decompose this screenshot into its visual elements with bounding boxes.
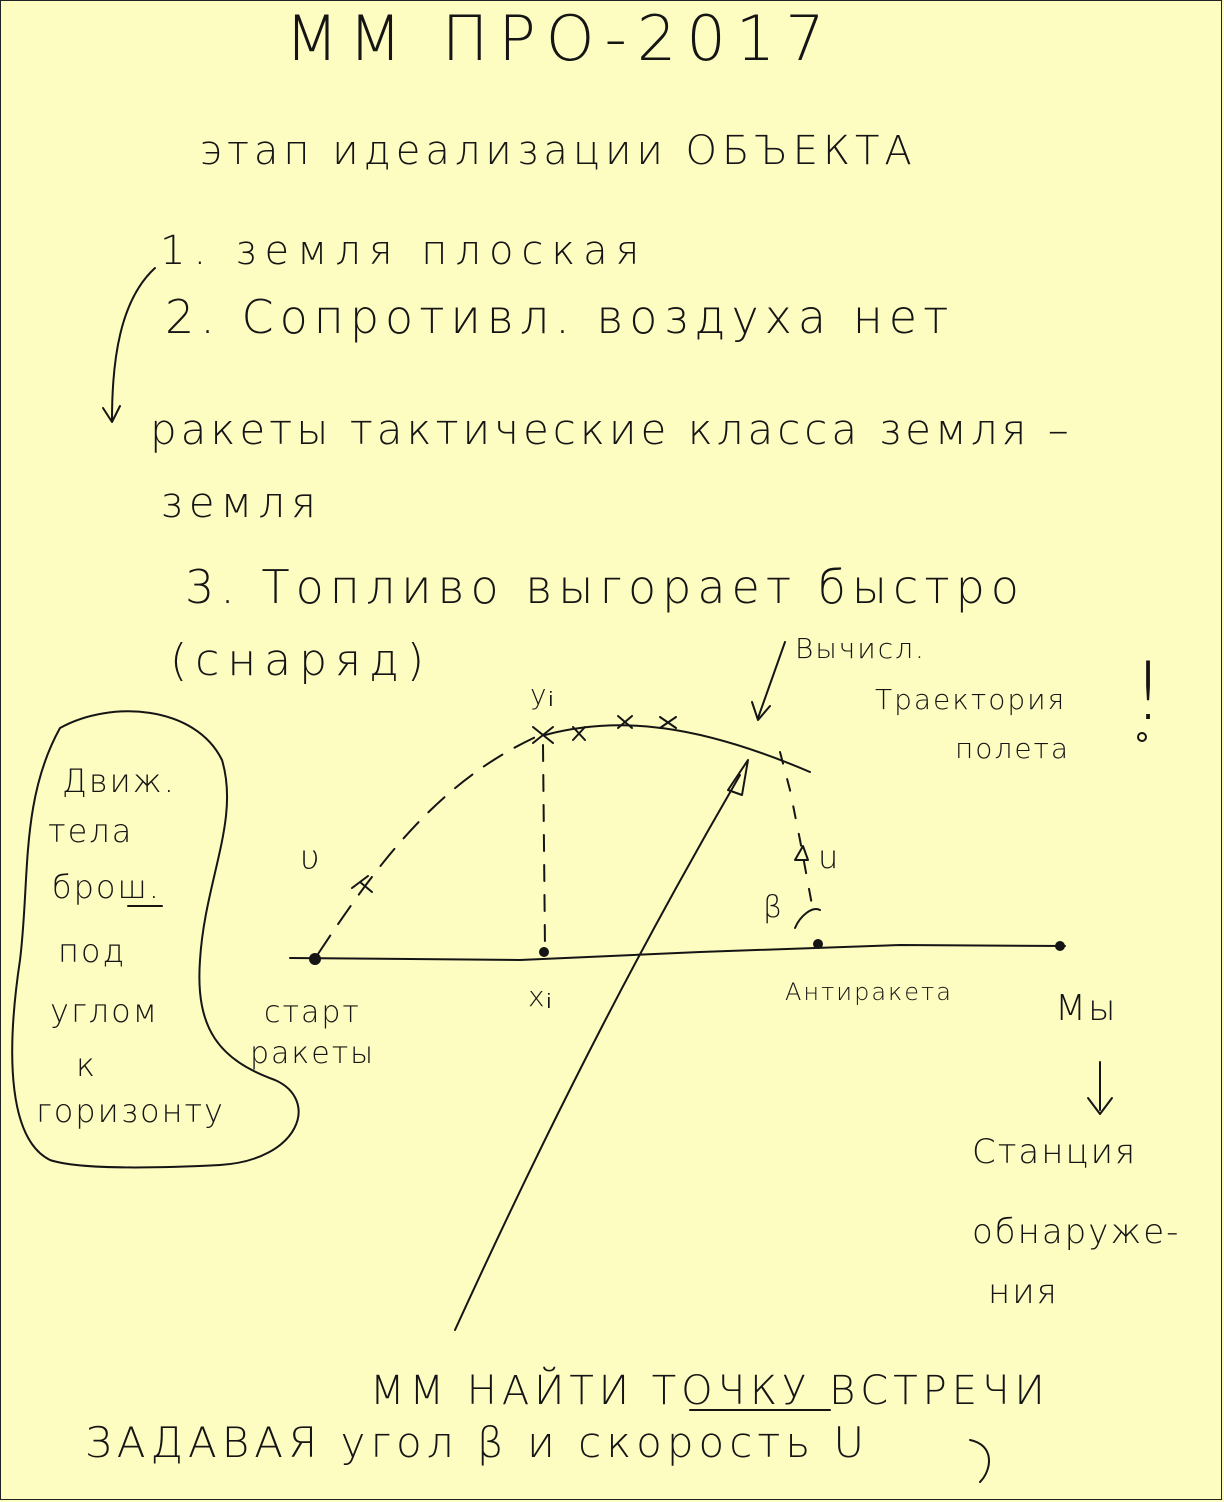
bubble-line-1: Движ.: [62, 762, 176, 800]
side-arrow-head: [102, 405, 121, 423]
goal-line-1: ММ НАЙТИ ТОЧКУ ВСТРЕЧИ: [370, 1368, 1050, 1414]
label-trajectory-3: полета: [955, 732, 1071, 765]
antimissile-point: [813, 939, 823, 949]
station-line-2: обнаруже-: [972, 1212, 1181, 1252]
bubble-line-5: углом: [50, 992, 159, 1030]
us-point: [1055, 941, 1065, 951]
us-station-arrowhead: [1087, 1097, 1113, 1115]
label-beta: β: [763, 890, 785, 925]
bubble-line-4: под: [58, 932, 127, 970]
station-line-3: ния: [988, 1272, 1059, 1312]
bubble-outline: [11, 710, 300, 1169]
goal-pointer-arrowhead: [727, 759, 749, 796]
label-start-line-1: старт: [264, 995, 361, 1030]
label-velocity-u: u: [818, 838, 841, 876]
assumption-2: 2. Сопротивл. воздуха нет: [165, 290, 955, 344]
page-title: ММ ПРО-2017: [285, 2, 835, 75]
trajectory-arrow: [351, 875, 373, 893]
assumption-1: 1. земля плоская: [160, 228, 648, 274]
goal-bracket: [969, 1439, 990, 1483]
label-start-line-2: ракеты: [250, 1036, 376, 1071]
bubble-line-2: тела: [48, 812, 134, 850]
assumption-3-note: (снаряд): [170, 635, 433, 686]
start-point: [309, 953, 321, 965]
missile-trajectory-dashed: [317, 734, 541, 955]
descending-dashed: [779, 751, 813, 906]
label-trajectory-2: Траектория: [875, 683, 1067, 716]
label-yi: yᵢ: [530, 678, 555, 711]
label-velocity-v: υ: [300, 838, 322, 878]
cross-marks: [532, 715, 677, 744]
ground-line: [289, 944, 1066, 961]
bubble-line-7: горизонту: [36, 1092, 225, 1130]
label-trajectory-1: Вычисл.: [795, 632, 926, 665]
side-curved-arrow: [111, 267, 156, 421]
u-arrow: [794, 845, 809, 861]
note-line-1: ракеты тактические класса земля –: [150, 405, 1073, 454]
beta-arc: [794, 908, 821, 929]
label-exclamation: !: [1132, 645, 1165, 738]
computed-trajectory: [544, 724, 811, 773]
note-line-2: земля: [160, 478, 322, 527]
bubble-line-6: к: [76, 1046, 97, 1084]
bubble-line-3: брош.: [52, 868, 161, 906]
goal-pointer-line: [454, 774, 741, 1331]
exclamation-dot: [1137, 732, 1147, 742]
xi-point: [539, 947, 549, 957]
label-antimissile: Антиракета: [785, 978, 953, 1006]
trajectory-label-arrowhead: [751, 701, 771, 721]
station-line-1: Станция: [972, 1132, 1138, 1172]
label-us: Мы: [1055, 988, 1118, 1029]
goal-line-2: ЗАДАВАЯ угол β и скорость U: [85, 1418, 870, 1467]
page-subtitle: этап идеализации ОБЪЕКТА: [200, 128, 917, 174]
yi-xi-dashed-line: [542, 744, 546, 949]
trajectory-label-arrow: [757, 641, 786, 719]
label-xi: xᵢ: [528, 980, 553, 1013]
assumption-3: 3. Топливо выгорает быстро: [185, 560, 1025, 614]
